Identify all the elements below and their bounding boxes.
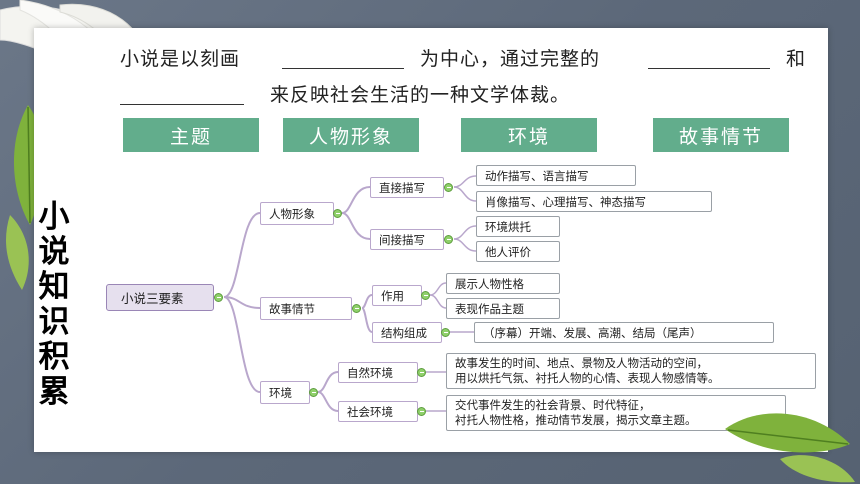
leaf-label: 展示人物性格 [455, 276, 524, 291]
mindmap-branch-setting: 环境 [260, 381, 310, 404]
leaf-line: 用以烘托气氛、衬托人物的心情、表现人物感情等。 [455, 371, 720, 385]
answer-button-character[interactable]: 人物形象 [283, 118, 419, 152]
mindmap-leaf: （序幕）开端、发展、高潮、结局（尾声） [474, 322, 774, 343]
collapse-dot-icon[interactable] [352, 304, 361, 313]
node-label: 自然环境 [347, 365, 393, 380]
side-title-char: 说 [38, 234, 70, 270]
collapse-dot-icon[interactable] [417, 407, 426, 416]
collapse-dot-icon[interactable] [444, 183, 453, 192]
collapse-dot-icon[interactable] [214, 293, 223, 302]
node-label: 社会环境 [347, 404, 393, 419]
leaf-label: 表现作品主题 [455, 301, 524, 316]
mindmap-node-direct: 直接描写 [370, 177, 444, 198]
node-label: 结构组成 [381, 325, 427, 340]
blank-1 [282, 68, 404, 69]
node-label: 间接描写 [379, 232, 425, 247]
answer-button-plot[interactable]: 故事情节 [653, 118, 789, 152]
mindmap-leaf: 环境烘托 [476, 216, 560, 237]
leaf-label: （序幕）开端、发展、高潮、结局（尾声） [483, 325, 702, 340]
side-title-char: 知 [38, 269, 70, 305]
mindmap-leaf: 交代事件发生的社会背景、时代特征， 衬托人物性格，推动情节发展，揭示文章主题。 [446, 395, 786, 431]
collapse-dot-icon[interactable] [333, 209, 342, 218]
side-title: 小 说 知 识 积 累 [36, 200, 72, 410]
side-title-char: 识 [38, 304, 70, 340]
leaf-line: 衬托人物性格，推动情节发展，揭示文章主题。 [455, 413, 697, 427]
node-label: 直接描写 [379, 180, 425, 195]
mindmap-leaf: 动作描写、语言描写 [476, 165, 636, 186]
collapse-dot-icon[interactable] [417, 368, 426, 377]
mindmap-node-function: 作用 [372, 285, 422, 306]
mindmap-node-social: 社会环境 [338, 401, 418, 422]
intro-line1-part1: 小说是以刻画 [120, 48, 241, 70]
mindmap-root: 小说三要素 [106, 284, 214, 311]
collapse-dot-icon[interactable] [441, 328, 450, 337]
blank-2 [648, 68, 770, 69]
leaf-label: 动作描写、语言描写 [485, 168, 589, 183]
branch-label: 环境 [269, 385, 292, 400]
collapse-dot-icon[interactable] [444, 235, 453, 244]
mindmap-node-natural: 自然环境 [338, 362, 418, 383]
blank-3 [120, 104, 244, 105]
intro-line1-part2: 为中心，通过完整的 [420, 48, 601, 70]
leaf-label: 肖像描写、心理描写、神态描写 [485, 194, 646, 209]
leaf-line: 故事发生的时间、地点、景物及人物活动的空间， [455, 356, 708, 370]
mindmap-branch-plot: 故事情节 [260, 297, 352, 320]
mindmap-leaf: 他人评价 [476, 241, 560, 262]
mindmap-node-indirect: 间接描写 [370, 229, 444, 250]
mindmap-leaf: 展示人物性格 [446, 273, 560, 294]
mindmap-branch-character: 人物形象 [260, 202, 334, 225]
side-title-char: 积 [38, 339, 70, 375]
leaf-line: 交代事件发生的社会背景、时代特征， [455, 398, 651, 412]
answer-button-setting[interactable]: 环境 [461, 118, 597, 152]
mindmap-leaf: 表现作品主题 [446, 298, 560, 319]
leaf-label: 环境烘托 [485, 219, 531, 234]
mindmap-leaf: 肖像描写、心理描写、神态描写 [476, 191, 712, 212]
collapse-dot-icon[interactable] [309, 388, 318, 397]
intro-line1-part3: 和 [786, 48, 807, 70]
intro-line2: 来反映社会生活的一种文学体裁。 [270, 84, 571, 106]
mindmap-root-label: 小说三要素 [121, 291, 184, 306]
node-label: 作用 [381, 288, 404, 303]
leaf-label: 他人评价 [485, 244, 531, 259]
mindmap-leaf: 故事发生的时间、地点、景物及人物活动的空间， 用以烘托气氛、衬托人物的心情、表现… [446, 353, 816, 389]
side-title-char: 累 [38, 374, 70, 410]
mindmap-node-structure: 结构组成 [372, 322, 442, 343]
side-title-char: 小 [38, 199, 70, 235]
branch-label: 人物形象 [269, 206, 315, 221]
answer-button-theme[interactable]: 主题 [123, 118, 259, 152]
leaf-decoration-bottom [725, 413, 855, 483]
branch-label: 故事情节 [269, 301, 315, 316]
collapse-dot-icon[interactable] [421, 291, 430, 300]
